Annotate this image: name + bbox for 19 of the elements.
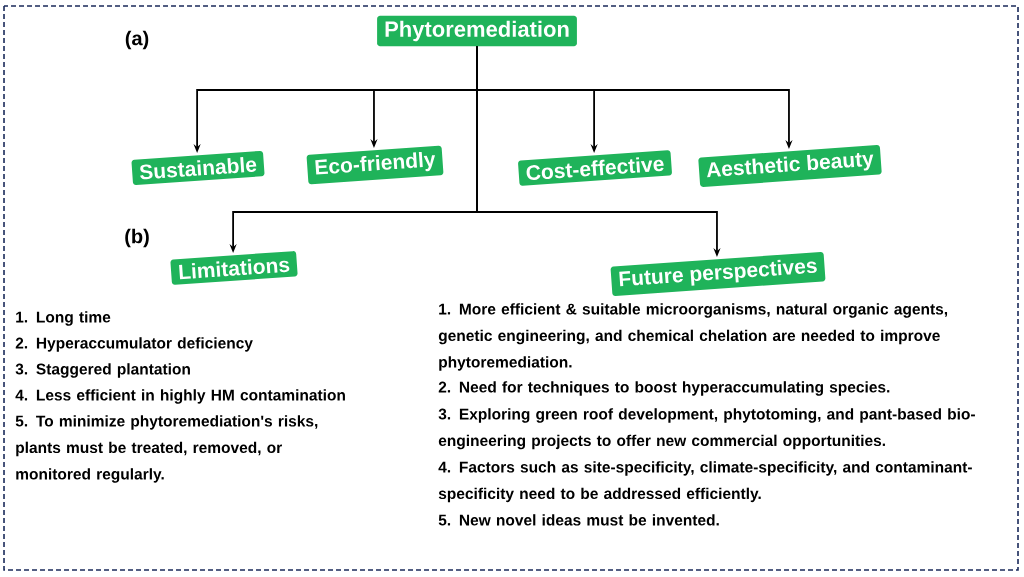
list-item: 5. New novel ideas must be invented. — [438, 514, 719, 526]
list-item: 1. Long time — [16, 311, 111, 326]
panel-label: (a) — [125, 30, 149, 50]
category-box: Sustainable — [131, 150, 265, 186]
title-box: Phytoremediation — [377, 15, 577, 47]
category-box: Limitations — [170, 251, 298, 285]
category-box: Cost-effective — [518, 150, 672, 186]
category-box: Eco-friendly — [306, 145, 444, 185]
list-item: 3. Exploring green roof development, phytotoming, and pant-based bio-engineering projects to offer new commercial opportunities. — [438, 408, 975, 450]
category-box: Aesthetic beauty — [698, 145, 882, 187]
list-item: 2. Hyperaccumulator deficiency — [15, 337, 253, 352]
list-item: 4. Less efficient in highly HM contamination — [15, 389, 345, 404]
list-item: 4. Factors such as site-specificity, climate-specificity, and contaminant-specificity need to be addressed efficiently. — [438, 461, 972, 503]
list-item: 2. Need for techniques to boost hyperaccumulating species. — [438, 381, 890, 396]
list-item: 5. To minimize phytoremediation's risks, plants must be treated, removed, or monitored regularly. — [15, 415, 318, 483]
category-box: Future perspectives — [610, 252, 826, 296]
panel-label: (b) — [125, 228, 149, 248]
list-item: 3. Staggered plantation — [15, 363, 190, 378]
list-item: 1. More efficient & suitable microorganisms, natural organic agents, genetic engineering, and chemical chelation are needed to improve phytoremediation. — [438, 303, 948, 371]
